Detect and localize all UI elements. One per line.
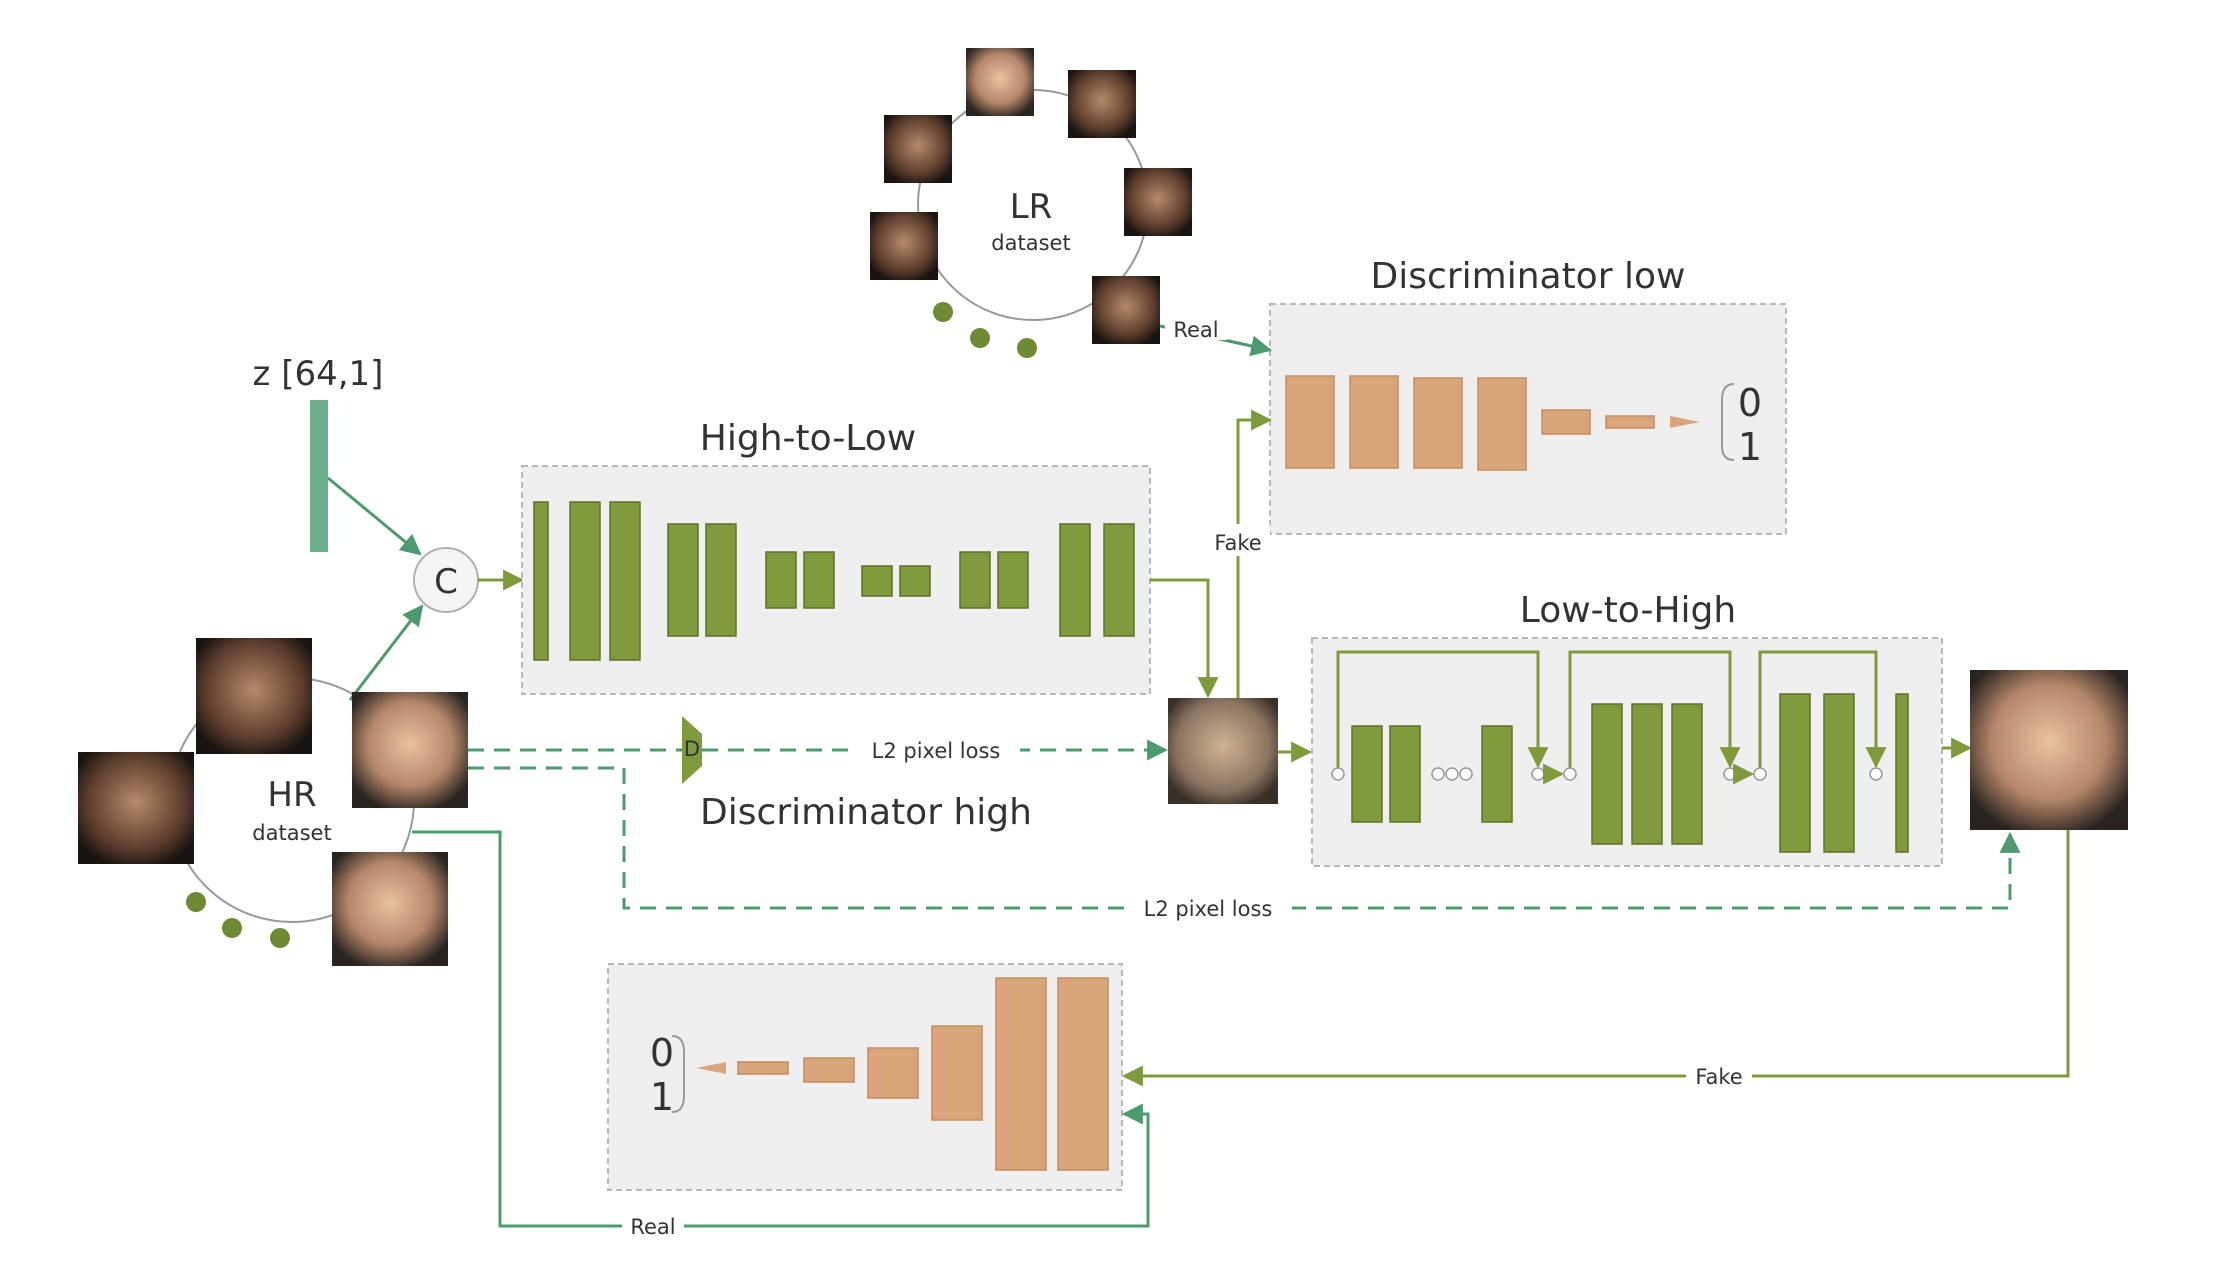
fake-label-top: Fake: [1214, 531, 1261, 555]
dataset-dot: [970, 328, 990, 348]
discriminator-low-title: Discriminator low: [1371, 256, 1686, 297]
discriminator-low-layers: [1285, 375, 1700, 471]
discriminator-high-layers: [696, 977, 1109, 1171]
real-label-top: Real: [1173, 318, 1218, 342]
dataset-dot: [270, 928, 290, 948]
lr-dataset: LR dataset: [870, 48, 1192, 358]
hr-face-1: [196, 638, 312, 754]
discriminator-high-output-1: 1: [650, 1075, 674, 1119]
lr-dataset-title: LR: [1010, 187, 1053, 227]
high-to-low-title: High-to-Low: [700, 418, 916, 459]
l2-loss-label-bottom: L2 pixel loss: [1144, 897, 1273, 921]
lr-dataset-subtitle: dataset: [991, 231, 1070, 255]
lr-face-3: [884, 115, 952, 183]
lr-face-5: [870, 212, 938, 280]
hr-face-3: [78, 752, 194, 864]
hr-face-2: [352, 692, 468, 808]
low-to-high-title: Low-to-High: [1520, 590, 1736, 631]
fake-label-bottom: Fake: [1695, 1065, 1742, 1089]
lr-face-1: [966, 48, 1034, 116]
lr-face-4: [1124, 168, 1192, 236]
z-vector-label: z [64,1]: [253, 354, 384, 394]
l2-loss-link-bottom: [468, 766, 2021, 910]
lr-face-6: [1092, 276, 1160, 344]
real-label-bottom: Real: [630, 1215, 675, 1239]
fake-link-top: [1236, 409, 1273, 700]
discriminator-high-icon-label: D: [684, 737, 700, 761]
discriminator-high-output-0: 0: [650, 1031, 674, 1075]
discriminator-high-title: Discriminator high: [700, 792, 1032, 833]
real-link-bottom: [412, 830, 1150, 1228]
high-to-low-layers: [533, 501, 1135, 661]
hr-face-4: [332, 852, 448, 966]
discriminator-low-output-0: 0: [1738, 381, 1762, 425]
generated-low-res-face: [1168, 698, 1278, 804]
hr-dataset-subtitle: dataset: [252, 821, 331, 845]
dataset-dot: [186, 892, 206, 912]
generated-high-res-face: [1970, 670, 2128, 830]
z-vector-bar: [310, 400, 328, 552]
hr-dataset-title: HR: [267, 775, 316, 815]
discriminator-low-output-1: 1: [1738, 425, 1762, 469]
dataset-dot: [222, 918, 242, 938]
concat-node-label: C: [434, 562, 458, 602]
lr-face-2: [1068, 70, 1136, 138]
low-to-high-layers: [1331, 650, 1909, 853]
l2-loss-label-top: L2 pixel loss: [872, 739, 1001, 763]
dataset-dot: [933, 302, 953, 322]
hr-dataset: HR dataset: [78, 638, 468, 966]
dataset-dot: [1017, 338, 1037, 358]
fake-link-bottom: [1121, 830, 2070, 1087]
discriminator-high-icon: [682, 716, 702, 784]
discriminator-low-box: [1269, 303, 1787, 535]
